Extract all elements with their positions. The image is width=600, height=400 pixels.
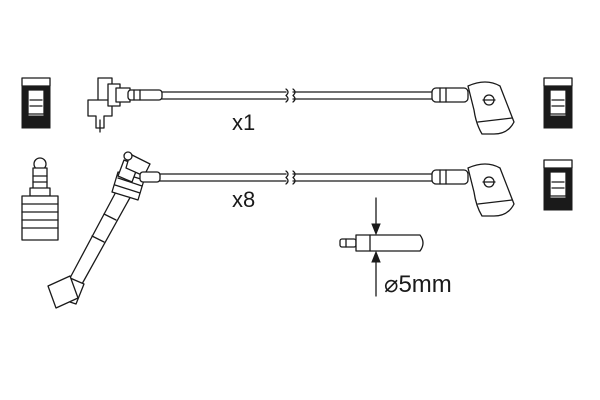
cable-x1-plug-boot <box>431 81 515 135</box>
cable-diameter-detail <box>339 197 424 297</box>
cable-x8-plug-boot <box>431 163 515 217</box>
quantity-label-x8: x8 <box>232 187 255 212</box>
cable-x8-long-boot <box>47 151 161 309</box>
diameter-label: ⌀5mm <box>384 271 452 298</box>
straight-plug-boot <box>21 157 59 241</box>
left-top-spark-plug-boot <box>21 77 51 129</box>
right-top-terminal <box>543 77 573 129</box>
cable-x1 <box>87 77 515 135</box>
quantity-label-x1: x1 <box>232 110 255 135</box>
right-bottom-terminal <box>543 159 573 211</box>
cable-x1-distributor-connector <box>87 77 163 133</box>
cable-x8 <box>47 151 515 309</box>
